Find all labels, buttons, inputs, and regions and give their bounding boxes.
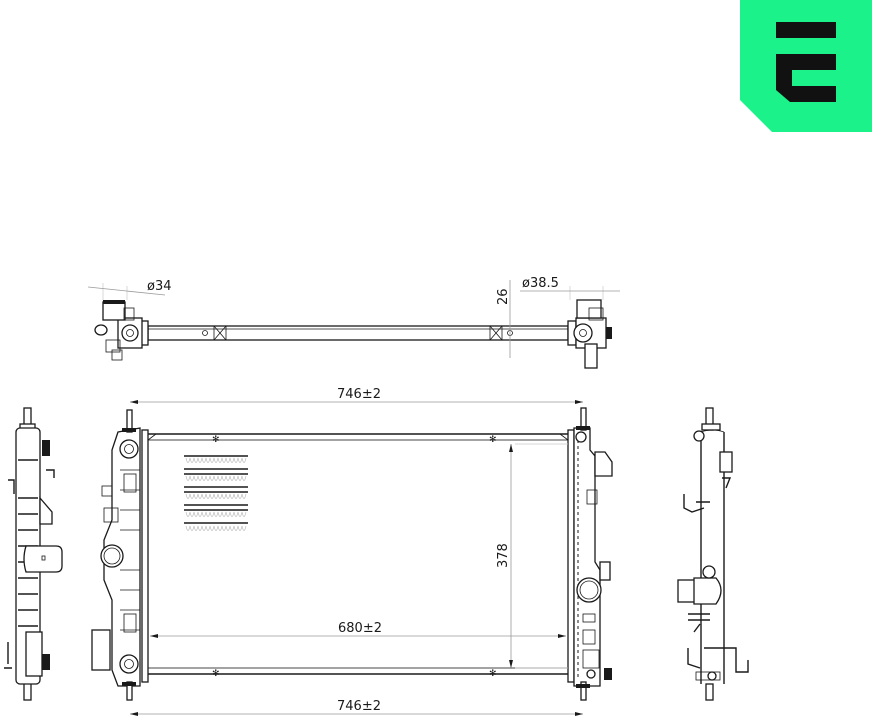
dimension-inlet-diameter: ø34 [87,279,172,300]
logo-e-icon [740,0,872,132]
dimension-core-thickness: 26 [496,280,511,358]
core-width-label: 680±2 [338,621,382,636]
dimension-outlet-diameter: ø38.5 [520,276,620,300]
svg-text:✻: ✻ [212,435,220,445]
svg-text:✻: ✻ [212,669,220,679]
right-side-view [677,407,749,701]
outlet-pipe-assembly [567,299,612,369]
front-view: 746±2 ✻ ✻ ✻ ✻ [91,387,613,716]
core-thickness-label: 26 [496,288,511,305]
dimension-core-width: 680±2 [150,621,566,638]
brand-logo [740,0,872,132]
dimension-overall-width-bottom: 746±2 [130,699,583,716]
dimension-overall-width-top: 746±2 [130,387,583,404]
outlet-diameter-label: ø38.5 [522,276,559,291]
svg-text:✻: ✻ [489,669,497,679]
inlet-pipe-assembly [94,300,149,361]
fin-pattern [184,455,248,531]
svg-text:✻: ✻ [489,435,497,445]
overall-width-bottom-label: 746±2 [337,699,381,714]
top-view: ø34 ø38.5 26 [87,276,620,369]
core-height-label: 378 [496,543,511,568]
inlet-diameter-label: ø34 [147,279,172,294]
right-tank [567,407,613,701]
left-side-view [4,407,63,701]
overall-width-top-label: 746±2 [337,387,381,402]
left-tank [91,409,149,701]
dimension-core-height: 378 [496,443,568,669]
